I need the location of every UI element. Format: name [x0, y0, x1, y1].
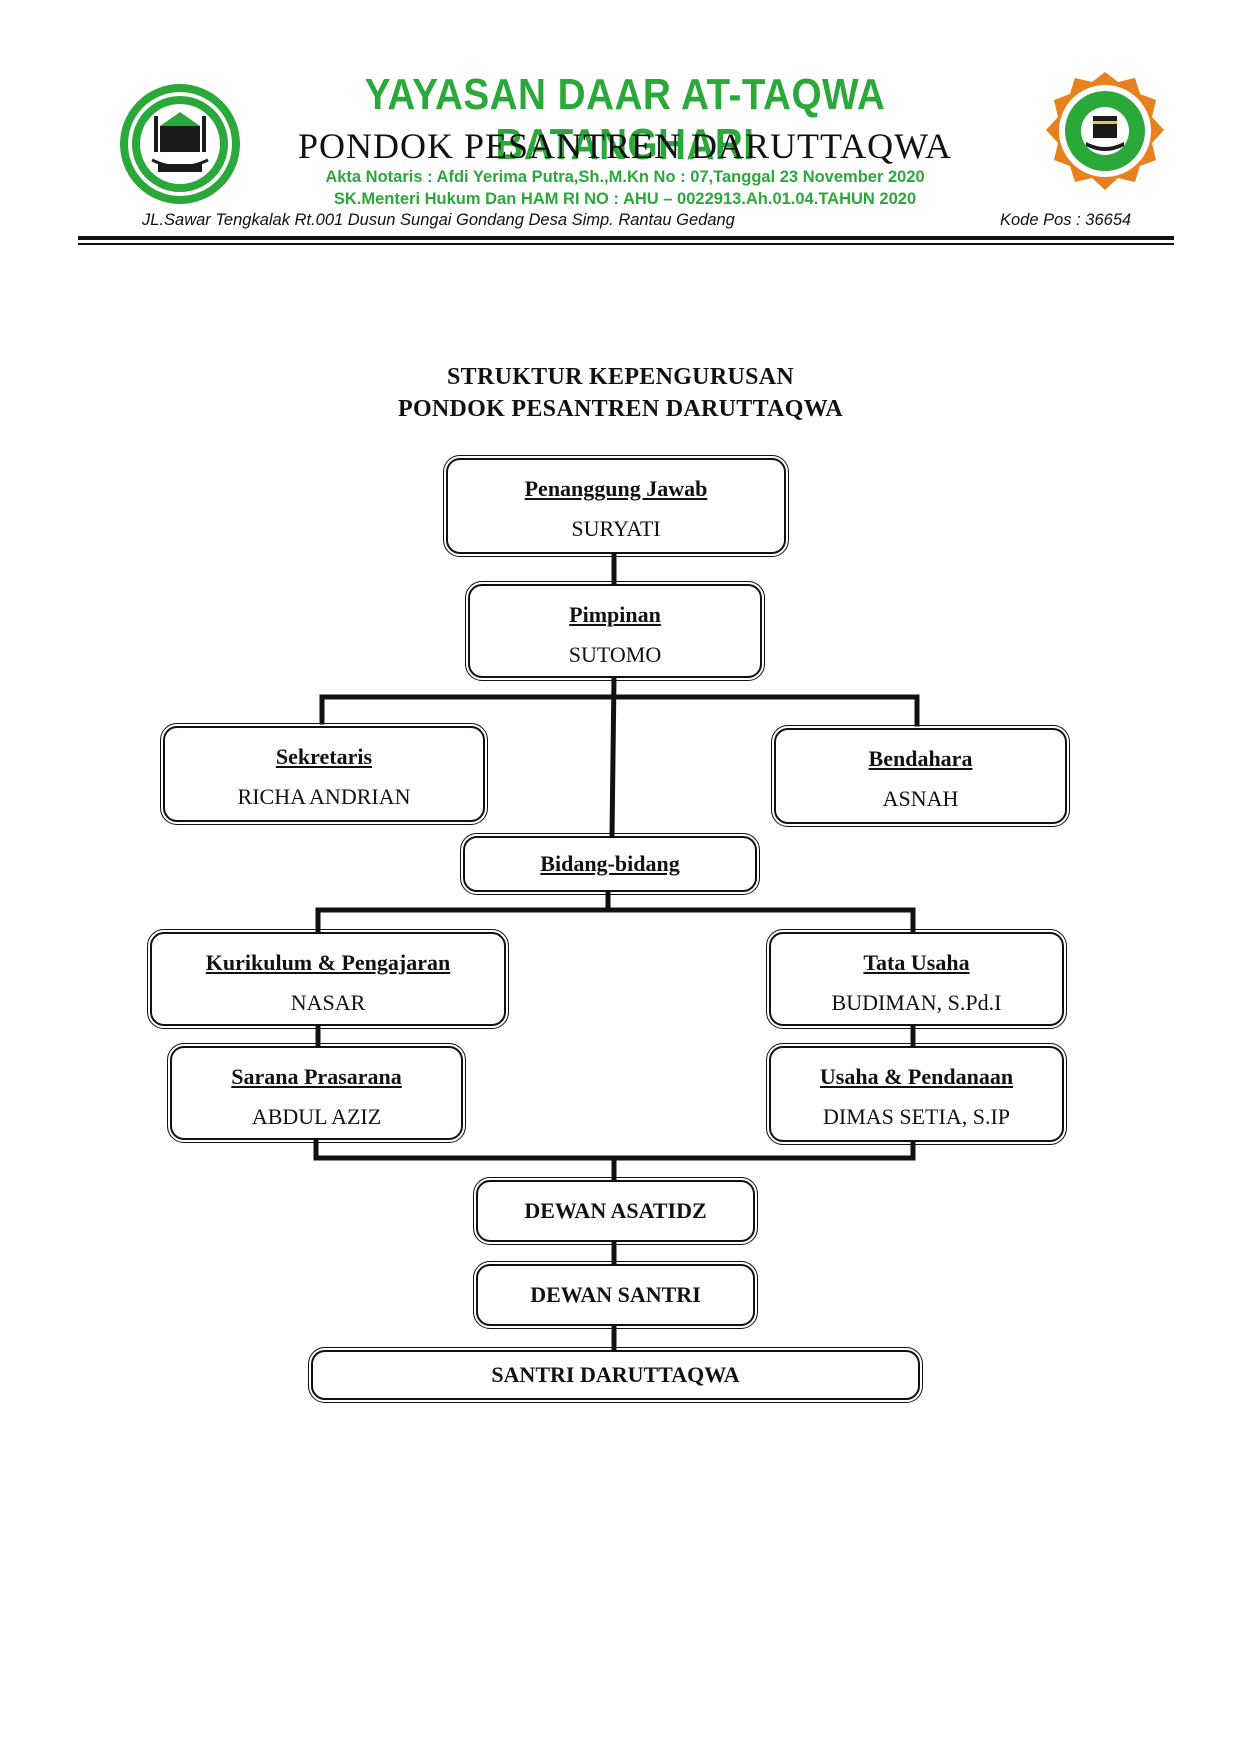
- letterhead-divider-thin: [78, 243, 1174, 245]
- foundation-name: YAYASAN DAAR AT-TAQWA BATANGHARI: [364, 70, 886, 169]
- role-penanggung-jawab: Penanggung Jawab: [524, 476, 708, 501]
- role-dewan-asatidz: DEWAN ASATIDZ: [524, 1198, 707, 1223]
- letterhead-divider-thick: [78, 236, 1174, 240]
- role-kurikulum: Kurikulum & Pengajaran: [205, 950, 451, 975]
- role-sekretaris: Sekretaris: [275, 744, 373, 769]
- box-tata-usaha: Tata Usaha BUDIMAN, S.Pd.I: [766, 929, 1067, 1029]
- role-sarana-prasarana: Sarana Prasarana: [231, 1064, 402, 1089]
- document-subtitle: PONDOK PESANTREN DARUTTAQWA: [397, 396, 844, 422]
- box-penanggung-jawab: Penanggung Jawab SURYATI: [443, 455, 789, 557]
- document-title: STRUKTUR KEPENGURUSAN: [446, 364, 794, 390]
- person-penanggung-jawab: SURYATI: [571, 516, 661, 541]
- box-pimpinan: Pimpinan SUTOMO: [465, 581, 765, 681]
- role-santri-daruttaqwa: SANTRI DARUTTAQWA: [491, 1362, 740, 1387]
- box-dewan-santri: DEWAN SANTRI: [473, 1261, 758, 1329]
- role-tata-usaha: Tata Usaha: [863, 950, 970, 975]
- person-tata-usaha: BUDIMAN, S.Pd.I: [831, 990, 1002, 1015]
- role-pimpinan: Pimpinan: [569, 602, 661, 627]
- box-sekretaris: Sekretaris RICHA ANDRIAN: [160, 723, 488, 825]
- role-usaha-pendanaan: Usaha & Pendanaan: [819, 1064, 1014, 1089]
- notary-deed: Akta Notaris : Afdi Yerima Putra,Sh.,M.K…: [325, 168, 925, 186]
- school-name: PONDOK PESANTREN DARUTTAQWA: [297, 126, 953, 166]
- role-bendahara: Bendahara: [868, 746, 973, 771]
- foundation-logo-left: [120, 84, 240, 204]
- person-bendahara: ASNAH: [882, 786, 959, 811]
- address: JL.Sawar Tengkalak Rt.001 Dusun Sungai G…: [142, 211, 735, 229]
- person-sarana-prasarana: ABDUL AZIZ: [251, 1104, 382, 1129]
- person-usaha-pendanaan: DIMAS SETIA, S.IP: [822, 1104, 1011, 1129]
- foundation-logo-right: [1046, 72, 1164, 190]
- role-bidang-bidang: Bidang-bidang: [540, 851, 680, 876]
- box-bendahara: Bendahara ASNAH: [771, 725, 1070, 827]
- postal-code: Kode Pos : 36654: [1000, 211, 1132, 229]
- role-dewan-santri: DEWAN SANTRI: [530, 1282, 701, 1307]
- box-kurikulum: Kurikulum & Pengajaran NASAR: [147, 929, 509, 1029]
- box-usaha-pendanaan: Usaha & Pendanaan DIMAS SETIA, S.IP: [766, 1043, 1067, 1145]
- person-kurikulum: NASAR: [290, 990, 366, 1015]
- box-bidang-bidang: Bidang-bidang: [460, 833, 760, 895]
- ministry-decree: SK.Menteri Hukum Dan HAM RI NO : AHU – 0…: [333, 190, 917, 208]
- box-santri-daruttaqwa: SANTRI DARUTTAQWA: [308, 1347, 923, 1403]
- person-pimpinan: SUTOMO: [568, 642, 662, 667]
- person-sekretaris: RICHA ANDRIAN: [237, 784, 411, 809]
- box-sarana-prasarana: Sarana Prasarana ABDUL AZIZ: [167, 1043, 466, 1143]
- box-dewan-asatidz: DEWAN ASATIDZ: [473, 1177, 758, 1245]
